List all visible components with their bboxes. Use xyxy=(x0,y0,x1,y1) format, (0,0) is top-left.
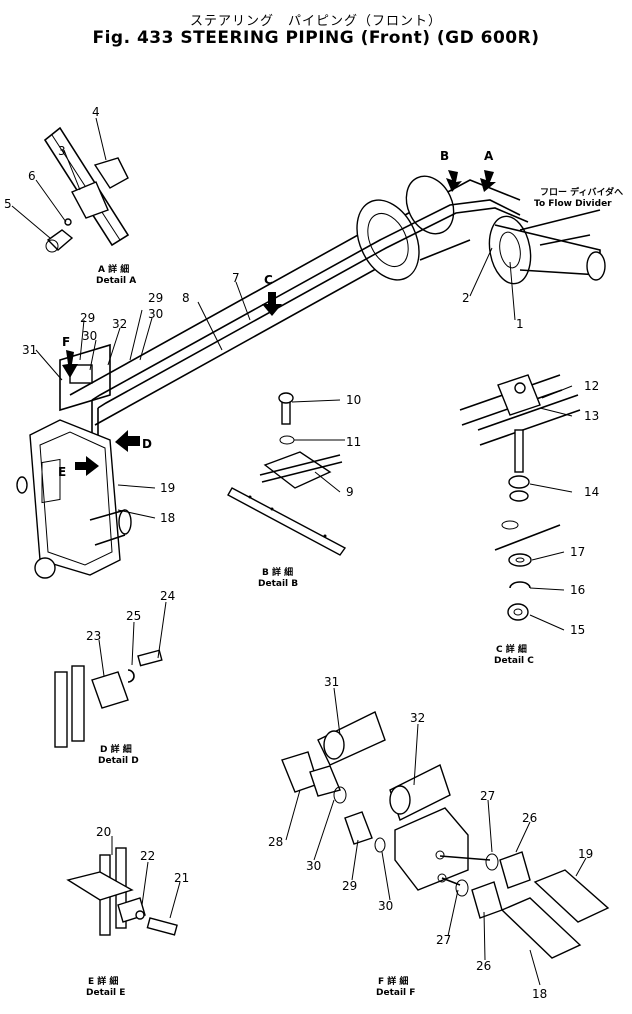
detail-d-caption: Detail D xyxy=(98,756,139,766)
part-label: 19 xyxy=(578,847,593,861)
part-label: 7 xyxy=(232,271,240,285)
callout-f: F xyxy=(62,335,70,349)
detail-e-caption-jp: E 詳 細 xyxy=(88,975,118,987)
part-label: 30 xyxy=(378,899,393,913)
part-label: 25 xyxy=(126,609,141,623)
figure-title: Fig. 433 STEERING PIPING (Front) (GD 600… xyxy=(92,28,540,48)
detail-f-caption: Detail F xyxy=(376,988,415,998)
flow-divider-note-jp: フロー ディバイダへ xyxy=(540,186,623,198)
part-label: 8 xyxy=(182,291,190,305)
detail-b-caption-jp: B 詳 細 xyxy=(262,566,293,578)
part-label: 31 xyxy=(22,343,37,357)
part-label: 24 xyxy=(160,589,175,603)
part-label: 16 xyxy=(570,583,585,597)
detail-a-caption-jp: A 詳 細 xyxy=(98,263,129,275)
part-label: 32 xyxy=(410,711,425,725)
callout-arrows xyxy=(62,170,496,476)
callout-e: E xyxy=(58,465,66,479)
detail-c-caption-jp: C 詳 細 xyxy=(496,643,527,655)
part-label: 13 xyxy=(584,409,599,423)
part-label: 10 xyxy=(346,393,361,407)
detail-b-caption: Detail B xyxy=(258,579,298,589)
part-label: 30 xyxy=(82,329,97,343)
part-label: 20 xyxy=(96,825,111,839)
part-label: 27 xyxy=(480,789,495,803)
part-label: 18 xyxy=(160,511,175,525)
part-label: 6 xyxy=(28,169,36,183)
callout-c: C xyxy=(264,273,273,287)
detail-d-caption-jp: D 詳 細 xyxy=(100,743,132,755)
part-label: 2 xyxy=(462,291,470,305)
left-frame-bracket xyxy=(16,343,132,579)
detail-e-caption: Detail E xyxy=(86,988,125,998)
figure-title-japanese: ステアリング パイピング（フロント） xyxy=(189,14,442,29)
part-label: 29 xyxy=(80,311,95,325)
part-label: 11 xyxy=(346,435,361,449)
front-axle-beam xyxy=(69,175,521,426)
leader-lines xyxy=(11,117,587,986)
part-label: 18 xyxy=(532,987,547,1001)
steering-pipes xyxy=(91,199,529,496)
steering-knuckle xyxy=(488,209,606,285)
part-label: 29 xyxy=(342,879,357,893)
part-label: 3 xyxy=(58,144,66,158)
part-label: 23 xyxy=(86,629,101,643)
detail-f-drawing xyxy=(281,711,610,959)
detail-a-drawing xyxy=(43,126,130,253)
part-label: 31 xyxy=(324,675,339,689)
callout-d: D xyxy=(142,437,152,451)
part-label: 22 xyxy=(140,849,155,863)
part-label: 28 xyxy=(268,835,283,849)
detail-a-caption: Detail A xyxy=(96,276,136,286)
part-label: 30 xyxy=(148,307,163,321)
part-label: 14 xyxy=(584,485,599,499)
detail-c-caption: Detail C xyxy=(494,656,534,666)
part-label: 15 xyxy=(570,623,585,637)
detail-c-drawing xyxy=(459,374,581,621)
part-label: 26 xyxy=(522,811,537,825)
part-label: 27 xyxy=(436,933,451,947)
part-label: 4 xyxy=(92,105,100,119)
callout-b: B xyxy=(440,149,449,163)
part-label: 1 xyxy=(516,317,524,331)
part-label: 17 xyxy=(570,545,585,559)
part-label: 21 xyxy=(174,871,189,885)
part-label: 9 xyxy=(346,485,354,499)
detail-e-drawing xyxy=(66,847,178,936)
flow-divider-note: To Flow Divider xyxy=(534,199,612,209)
part-label: 32 xyxy=(112,317,127,331)
part-label: 12 xyxy=(584,379,599,393)
part-label: 30 xyxy=(306,859,321,873)
callout-a: A xyxy=(484,149,494,163)
detail-f-caption-jp: F 詳 細 xyxy=(378,975,408,987)
part-label: 26 xyxy=(476,959,491,973)
detail-d-drawing xyxy=(54,649,163,748)
part-label: 19 xyxy=(160,481,175,495)
part-numbers: 4 3 6 5 8 7 2 1 29 30 32 29 30 31 10 11 … xyxy=(4,105,599,1001)
part-label: 29 xyxy=(148,291,163,305)
detail-b-drawing xyxy=(227,392,347,556)
part-label: 5 xyxy=(4,197,12,211)
